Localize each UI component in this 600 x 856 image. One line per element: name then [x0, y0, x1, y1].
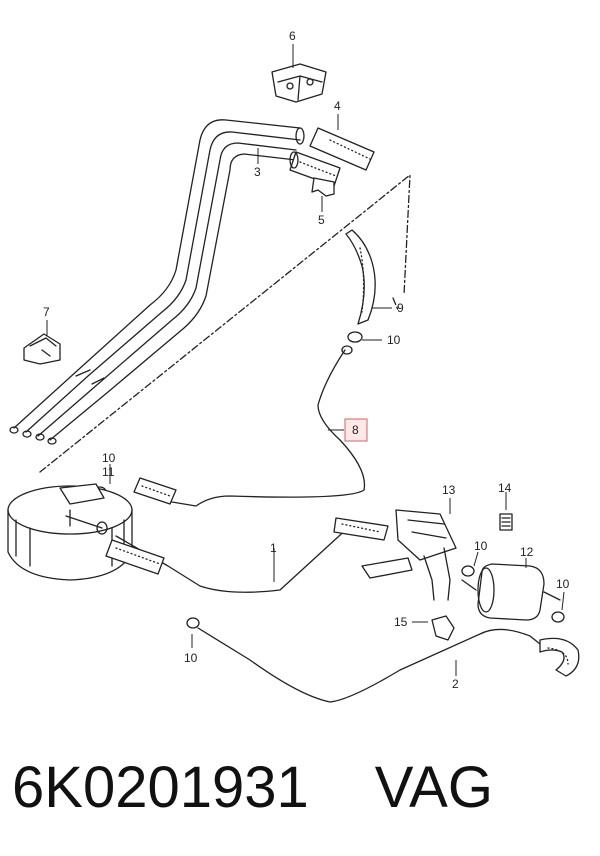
callout-15: 15 [394, 615, 408, 629]
fuel-line-exploded-diagram: 6 4 3 5 7 9 10 8 10 11 1 13 14 10 12 10 … [7, 29, 580, 703]
part-caption: 6K0201931 VAG [12, 748, 592, 828]
hose-4 [289, 127, 375, 187]
callout-5: 5 [318, 213, 325, 227]
clip-7 [23, 333, 61, 365]
callout-12: 12 [520, 545, 534, 559]
callout-10-tank: 10 [102, 451, 116, 465]
callout-9: 9 [397, 301, 404, 315]
pipe-2 [197, 627, 541, 703]
hose-9 [345, 229, 376, 325]
regulator-13 [361, 509, 457, 601]
screw-14 [499, 513, 513, 531]
clamp-10f [551, 611, 565, 623]
clamp-10e [461, 565, 475, 577]
callout-10-bottom: 10 [184, 651, 198, 665]
pipe-1 [115, 525, 351, 593]
callout-14: 14 [498, 481, 512, 495]
callout-6: 6 [289, 29, 296, 43]
pipe-bundle-3 [9, 119, 301, 445]
callout-7: 7 [43, 305, 50, 319]
callout-8-highlight [344, 418, 368, 442]
callout-8: 8 [352, 423, 359, 437]
clamp-10b [341, 345, 353, 355]
clamp-10d [186, 617, 200, 629]
callout-10-filter: 10 [556, 577, 570, 591]
callout-1: 1 [270, 541, 277, 555]
callout-10-top: 10 [387, 333, 401, 347]
assembly-outline [39, 174, 411, 473]
clamp-10a [347, 331, 363, 343]
callout-11: 11 [102, 465, 115, 479]
callout-10-regulator: 10 [474, 539, 488, 553]
callout-3: 3 [254, 165, 261, 179]
part-number: 6K0201931 [12, 755, 309, 820]
callout-4: 4 [334, 99, 341, 113]
pipe-8 [145, 349, 366, 507]
clip-15 [431, 615, 455, 641]
elbow-connector-5 [311, 177, 335, 197]
callout-13: 13 [442, 483, 456, 497]
brand-name: VAG [374, 755, 493, 820]
fuel-filter-12 [461, 563, 561, 621]
fuel-sender-unit [7, 483, 133, 581]
clip-block-6 [271, 63, 327, 103]
callout-2: 2 [452, 677, 459, 691]
